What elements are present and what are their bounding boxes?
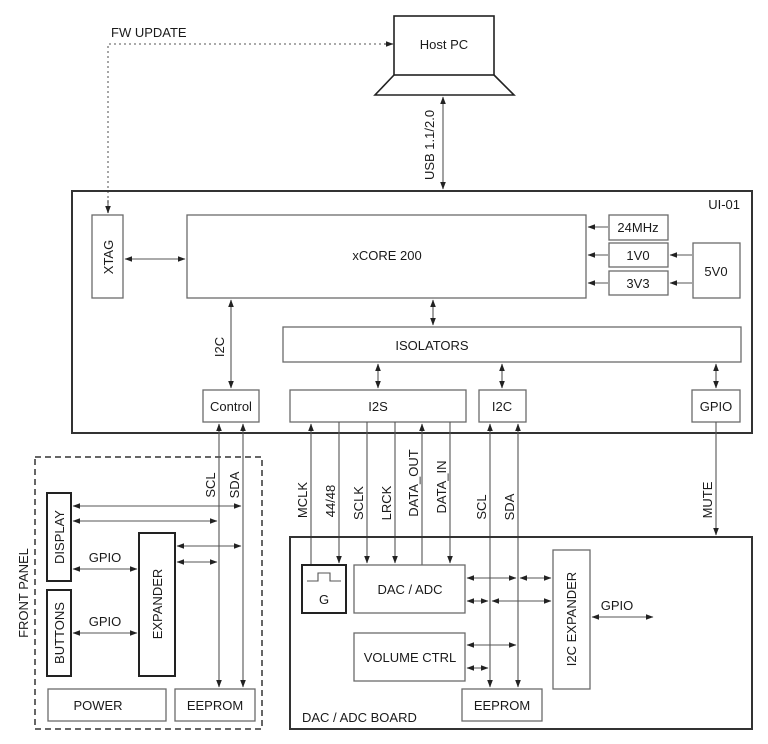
volume-ctrl-block [353,632,466,682]
dac-adc-label: DAC / ADC [377,582,442,597]
clock-generator-block [301,564,347,614]
fp-sda-label: SDA [227,471,242,498]
i2c-expander-block [552,549,591,690]
expander-gpio-label: GPIO [601,598,634,613]
fp-eeprom-block [174,688,256,722]
supply-5v0-block [692,242,741,299]
fp-eeprom-label: EEPROM [187,698,243,713]
pulse-icon [307,572,341,582]
ui-01-board [71,190,753,434]
xcore-block [186,214,587,299]
front-panel-region [34,456,263,730]
clock-label: 24MHz [617,220,658,235]
control-block [202,389,260,423]
sda-label: SDA [502,493,517,520]
fw-update-path [107,43,386,213]
dac-adc-board [289,536,753,730]
gen-label: G [319,592,329,607]
host-pc-screen [393,15,495,76]
fs-label: 44/48 [323,485,338,518]
power-label: POWER [73,698,122,713]
gpio-block [691,389,741,423]
xcore-label: xCORE 200 [352,248,421,263]
power-block [47,688,167,722]
expander-label: EXPANDER [150,569,165,640]
fp-scl-label: SCL [203,472,218,497]
v3-label: 3V3 [626,276,649,291]
ui-01-label: UI-01 [708,197,740,212]
i2c-label: I2C [492,399,512,414]
host-pc-label: Host PC [420,37,468,52]
mute-label: MUTE [700,481,715,518]
volume-label: VOLUME CTRL [364,650,456,665]
front-panel-label: FRONT PANEL [16,548,31,638]
clock-24mhz-block [608,214,669,241]
lrck-label: LRCK [379,485,394,520]
mclk-label: MCLK [295,482,310,518]
v1-label: 1V0 [626,248,649,263]
usb-label: USB 1.1/2.0 [422,110,437,180]
display-label: DISPLAY [52,510,67,564]
sclk-label: SCLK [351,486,366,520]
i2c-expander-label: I2C EXPANDER [564,572,579,666]
data-in-label: DATA_IN [434,461,449,514]
fw-update-label: FW UPDATE [111,25,187,40]
host-pc: Host PC [373,15,516,96]
i2c-bus-label: I2C [212,337,227,357]
buttons-label: BUTTONS [52,602,67,664]
buttons-block [46,589,72,677]
data-out-label: DATA_OUT [406,449,421,516]
xtag-block [91,214,124,299]
gpio1-label: GPIO [89,550,122,565]
i2s-label: I2S [368,399,388,414]
v5-label: 5V0 [704,264,727,279]
i2c-block [478,389,527,423]
gpio-label: GPIO [700,399,733,414]
regulator-3v3-block [608,270,669,296]
xtag-label: XTAG [101,240,116,274]
isolators-label: ISOLATORS [395,338,469,353]
laptop-base-icon [373,74,516,96]
regulator-1v0-block [608,242,669,268]
gpio2-label: GPIO [89,614,122,629]
dac-eeprom-label: EEPROM [474,698,530,713]
dac-adc-block [353,564,466,614]
scl-label: SCL [474,494,489,519]
display-block [46,492,72,582]
i2s-block [289,389,467,423]
dac-board-label: DAC / ADC BOARD [302,710,417,725]
isolators-block [282,326,742,363]
expander-block [138,532,176,677]
control-label: Control [210,399,252,414]
dac-eeprom-block [461,688,543,722]
